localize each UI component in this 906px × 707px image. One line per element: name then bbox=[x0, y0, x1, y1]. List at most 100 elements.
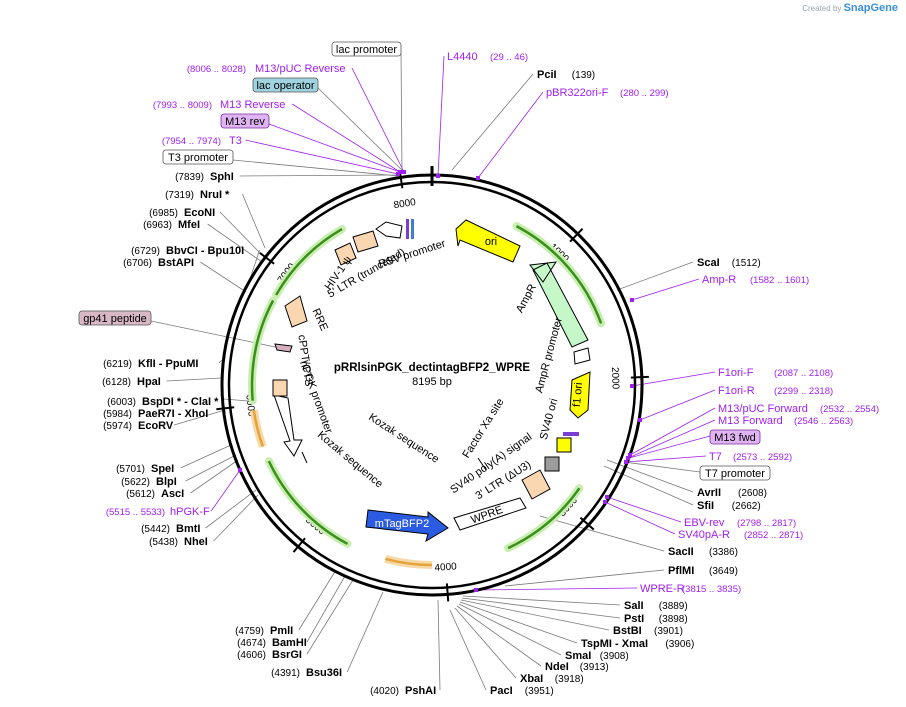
ampr-label: AmpR bbox=[514, 282, 539, 315]
site-line-left-5 bbox=[200, 261, 247, 293]
ampr-promoter-label: AmpR promoter bbox=[533, 316, 565, 394]
primer-name-14: T3 bbox=[229, 135, 242, 147]
kozak-orange-arc bbox=[385, 557, 433, 567]
sv40-polya-feature bbox=[544, 456, 560, 472]
site-line-left-10 bbox=[173, 409, 226, 426]
primer-pos-11: (5515 .. 5533) bbox=[106, 507, 165, 518]
site-pos-bottom-0: (4020) bbox=[370, 686, 399, 697]
ampr-orf-arc bbox=[515, 224, 603, 324]
site-name-bottom-4: PmlI bbox=[270, 625, 293, 637]
site-name-bottom-0: PshAI bbox=[405, 685, 436, 697]
lac-operator-label-line bbox=[317, 87, 405, 173]
site-line-right-12 bbox=[454, 607, 517, 679]
site-name-left-7: HpaI bbox=[137, 376, 161, 388]
hpgk-feature bbox=[273, 394, 303, 457]
site-pos-left-10: (5974) bbox=[103, 421, 132, 432]
primer-pos-3: (2087 .. 2108) bbox=[774, 368, 833, 379]
site-pos-left-3: (6963) bbox=[143, 220, 172, 231]
ltr5-orf-arc bbox=[275, 228, 343, 296]
cppt-label: cPPT/CTS bbox=[295, 334, 314, 387]
primer-line-0 bbox=[437, 55, 445, 177]
site-line-bottom-0 bbox=[437, 599, 441, 691]
site-pos-left-15: (5438) bbox=[149, 537, 178, 548]
primer-pos-13: (7993 .. 8009) bbox=[153, 100, 212, 111]
site-name-left-2: EcoNI bbox=[184, 207, 215, 219]
lac-promoter-label: lac promoter bbox=[336, 44, 397, 56]
site-line-left-0 bbox=[239, 174, 401, 177]
mtagbfp2-label: mTagBFP2 bbox=[375, 518, 429, 530]
site-name-left-10: EcoRV bbox=[138, 420, 174, 432]
site-pos-left-5: (6706) bbox=[123, 258, 152, 269]
lac-operator-label: lac operator bbox=[256, 80, 314, 92]
site-pos-left-4: (6729) bbox=[131, 246, 160, 257]
primer-mark-14 bbox=[396, 172, 400, 176]
site-name-left-4: BbvCI - Bpu10I bbox=[166, 245, 244, 257]
cppt-feature bbox=[272, 379, 288, 397]
site-name-left-13: AscI bbox=[161, 488, 184, 500]
site-line-left-2 bbox=[219, 211, 263, 256]
tick-3000 bbox=[579, 516, 595, 531]
site-name-right-7: PstI bbox=[624, 613, 644, 625]
site-line-left-8 bbox=[223, 398, 249, 402]
tick-7000 bbox=[259, 252, 275, 265]
lac-promoter-label-line bbox=[400, 51, 403, 173]
primer-line-4 bbox=[639, 389, 716, 421]
site-line-left-6 bbox=[218, 359, 223, 364]
lac-operator-label-box bbox=[252, 77, 319, 93]
site-line-bottom-2 bbox=[306, 579, 354, 655]
primer-pos-4: (2299 .. 2318) bbox=[774, 386, 833, 397]
center-labels: pRRlsinPGK_dectintagBFP2_WPRE 8195 bp bbox=[334, 362, 530, 388]
ltr5-feature bbox=[352, 230, 379, 253]
site-pos-left-9: (5984) bbox=[103, 409, 132, 420]
primer-name-6: M13 Forward bbox=[718, 415, 783, 427]
primer-line-10 bbox=[475, 587, 638, 591]
primer-mark-2 bbox=[630, 298, 634, 302]
rre-feature bbox=[284, 295, 308, 328]
primer-mark-7 bbox=[624, 460, 628, 464]
gp41-label: gp41 peptide bbox=[83, 313, 147, 325]
site-line-right-6 bbox=[462, 595, 621, 606]
site-name-left-5: BstAPI bbox=[158, 257, 194, 269]
site-line-left-15 bbox=[213, 494, 259, 542]
primer-pos-5: (2532 .. 2554) bbox=[820, 404, 879, 415]
site-pos-left-11: (5701) bbox=[116, 464, 145, 475]
t7-site-mark bbox=[563, 432, 579, 436]
wpre-label: WPRE bbox=[469, 504, 504, 527]
site-name-right-2: AvrII bbox=[697, 487, 721, 499]
site-name-right-12: XbaI bbox=[520, 673, 543, 685]
tick-5000 bbox=[292, 537, 306, 553]
site-line-left-13 bbox=[190, 459, 239, 494]
tick-label-2000: 2000 bbox=[609, 367, 621, 390]
site-pos-right-2: (2608) bbox=[738, 488, 767, 499]
mtagbfp2-feature bbox=[365, 509, 449, 543]
site-line-right-11 bbox=[456, 605, 542, 667]
site-name-bottom-3: BamHI bbox=[272, 637, 307, 649]
site-pos-left-7: (6128) bbox=[102, 377, 131, 388]
site-line-right-9 bbox=[459, 601, 578, 644]
primer-name-2: Amp-R bbox=[702, 274, 736, 286]
m13-rev-label-box bbox=[220, 113, 270, 129]
site-pos-bottom-4: (4759) bbox=[235, 626, 264, 637]
primer-mark-8 bbox=[605, 495, 609, 499]
site-name-left-14: BmtI bbox=[176, 523, 200, 535]
primer-pos-0: (29 .. 46) bbox=[490, 52, 528, 63]
site-pos-bottom-3: (4674) bbox=[237, 638, 266, 649]
primer-line-7 bbox=[625, 455, 707, 463]
primer-name-0: L4440 bbox=[447, 51, 478, 63]
site-name-right-3: SfiI bbox=[697, 500, 714, 512]
wpre-orf-arc-halo bbox=[504, 484, 584, 553]
primer-mark-5 bbox=[628, 453, 632, 457]
primer-line-2 bbox=[631, 278, 700, 301]
site-name-left-3: MfeI bbox=[178, 219, 200, 231]
primer-pos-6: (2546 .. 2563) bbox=[794, 416, 853, 427]
primer-pos-7: (2573 .. 2592) bbox=[733, 452, 792, 463]
primer-name-4: F1ori-R bbox=[718, 385, 755, 397]
site-line-right-3 bbox=[603, 465, 694, 506]
site-pos-left-0: (7839) bbox=[175, 172, 204, 183]
site-line-right-10 bbox=[458, 603, 562, 656]
site-pos-bottom-1: (4391) bbox=[271, 668, 300, 679]
snapgene-brand: Created by SnapGene bbox=[802, 2, 898, 14]
m13-fwd-line bbox=[628, 435, 711, 459]
gp41-label-box bbox=[78, 310, 152, 326]
